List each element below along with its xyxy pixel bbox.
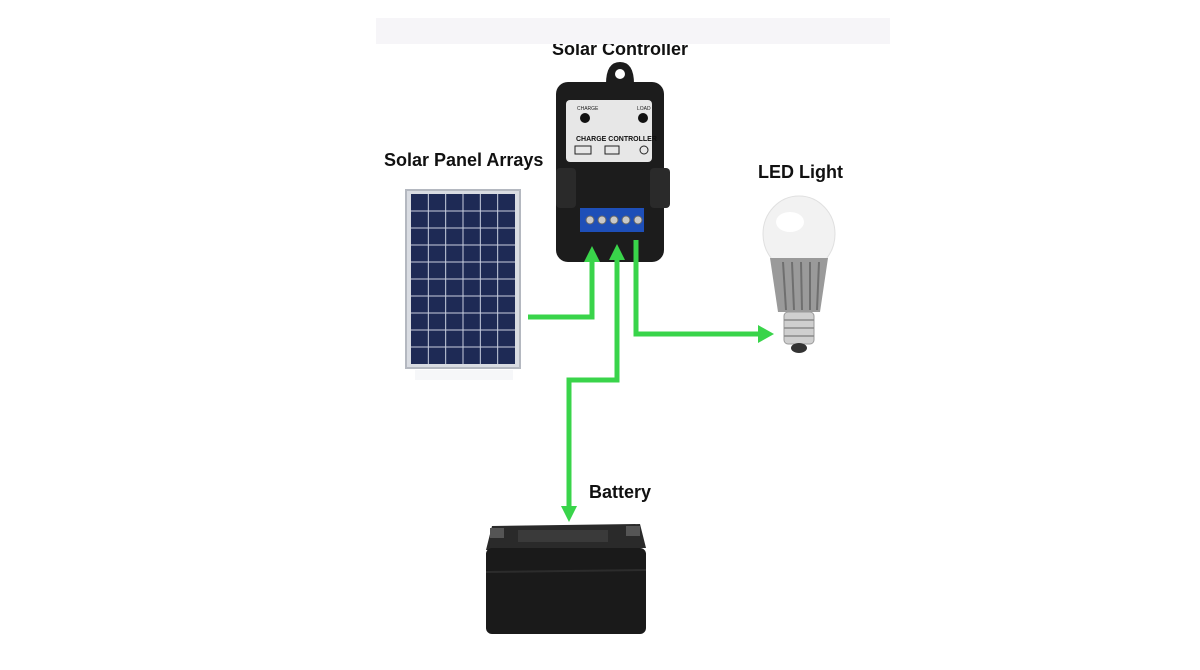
arrow-controller-to-led <box>633 240 760 337</box>
charge-controller: CHARGE LOAD CHARGE CONTROLLER <box>556 62 670 262</box>
arrow-panel-to-controller <box>528 258 595 320</box>
led-bulb <box>762 195 836 353</box>
charge-led-label: CHARGE <box>577 106 599 112</box>
load-led-label: LOAD <box>637 106 651 112</box>
solar-panel <box>405 189 521 380</box>
arrowhead-battery-down <box>561 506 577 522</box>
arrowhead-led <box>758 325 774 343</box>
connection-arrows <box>528 240 760 512</box>
arrow-battery-controller <box>566 256 620 512</box>
led-light-label: LED Light <box>758 162 843 182</box>
arrowhead-battery-up <box>609 244 625 260</box>
battery-label: Battery <box>589 482 652 502</box>
controller-title: CHARGE CONTROLLER <box>576 136 657 143</box>
battery <box>485 524 647 634</box>
arrowhead-controller-in <box>584 246 600 262</box>
solar-panel-label: Solar Panel Arrays <box>384 150 544 170</box>
top-banner <box>376 18 890 44</box>
